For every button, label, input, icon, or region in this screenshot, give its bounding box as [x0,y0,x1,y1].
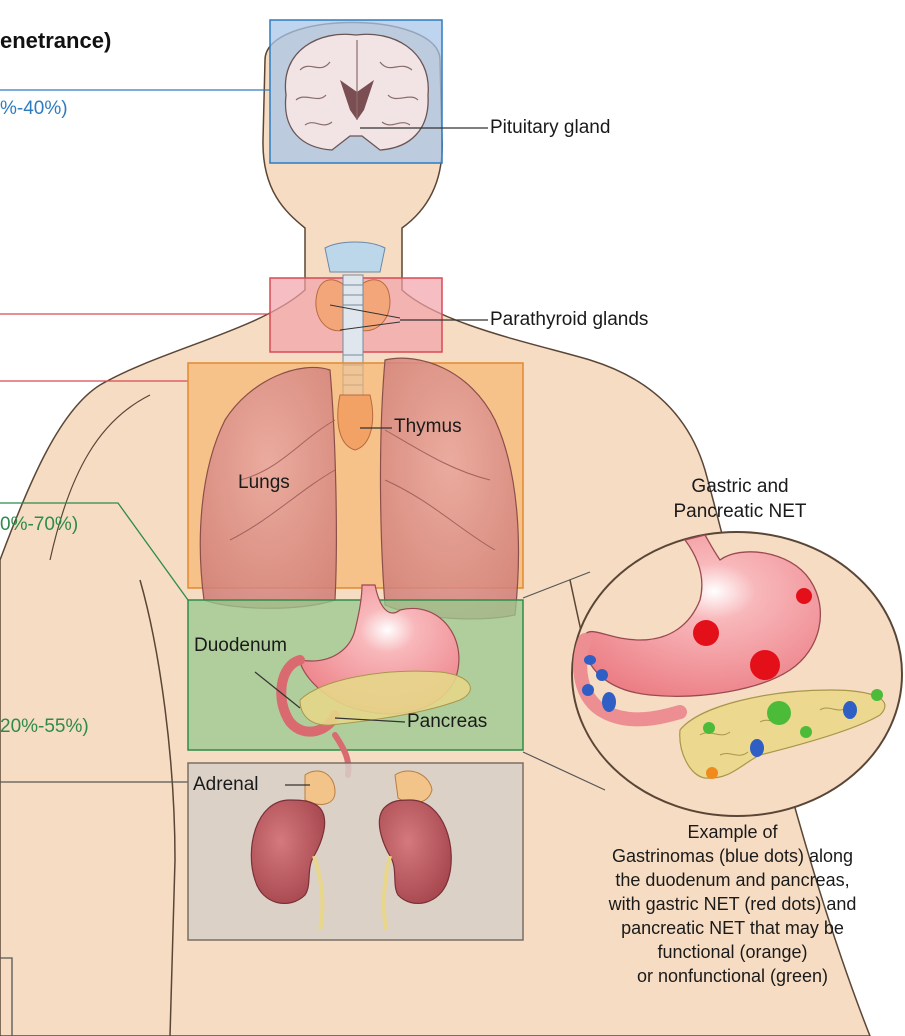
caption-line: Gastrinomas (blue dots) along [560,844,905,868]
inset-title: Gastric and Pancreatic NET [640,474,840,524]
caption-line: or nonfunctional (green) [560,964,905,988]
duodenum-label: Duodenum [194,635,287,657]
lungs-label: Lungs [238,472,290,494]
heading-text: enetrance) [0,30,111,52]
caption-line: Example of [560,820,905,844]
pituitary-percentage: %-40%) [0,98,68,120]
caption-line: with gastric NET (red dots) and [560,892,905,916]
inset-title-line-2: Pancreatic NET [640,499,840,524]
caption-line: functional (orange) [560,940,905,964]
caption-line: the duodenum and pancreas, [560,868,905,892]
pituitary-label: Pituitary gland [490,117,610,139]
pancreas-percentage: 20%-55%) [0,716,89,738]
gastric-pancreatic-inset [572,532,902,816]
pancreas-label: Pancreas [407,711,487,733]
inset-title-line-1: Gastric and [640,474,840,499]
adrenal-label: Adrenal [193,774,259,796]
inset-caption: Example of Gastrinomas (blue dots) along… [560,820,905,988]
parathyroid-label: Parathyroid glands [490,309,648,331]
brain-icon [285,34,428,150]
caption-line: pancreatic NET that may be [560,916,905,940]
duodenum-percentage: 0%-70%) [0,514,78,536]
thymus-label: Thymus [394,416,462,438]
